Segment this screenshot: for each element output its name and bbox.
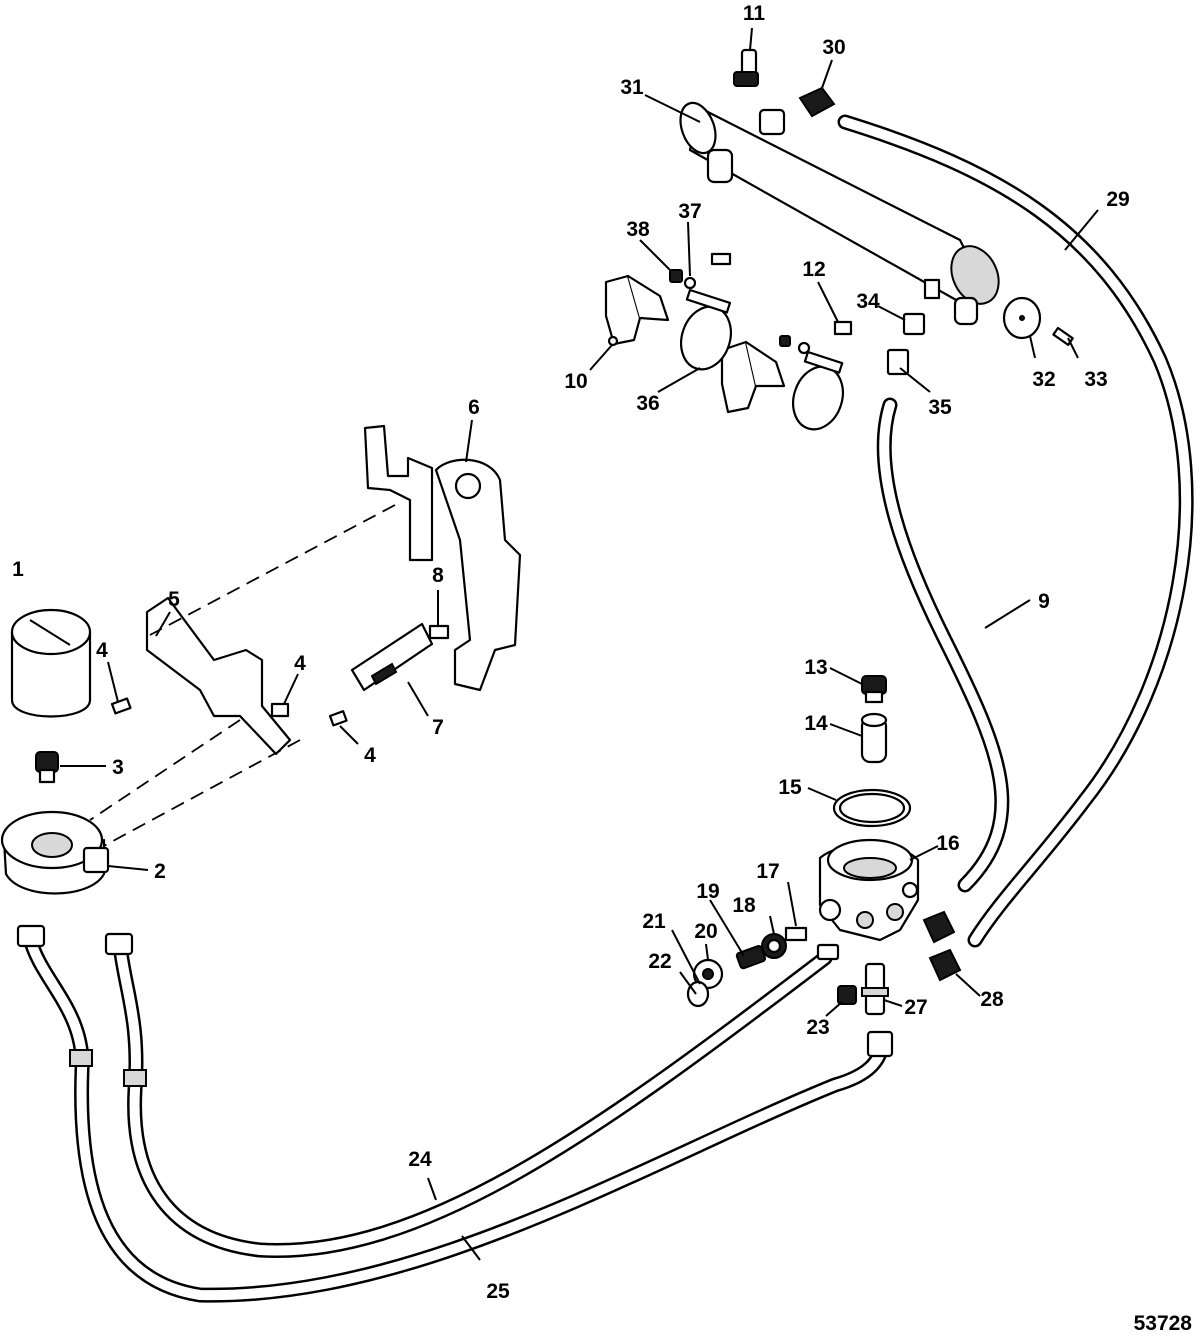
screw-4c [328,710,348,727]
bracket-10b [720,340,786,414]
callout-10: 10 [564,370,587,393]
hose-24-right-fitting [816,943,840,961]
hose-25 [22,930,890,1303]
callout-11: 11 [743,2,766,25]
alignment-lines [89,504,396,849]
sleeve-14 [860,712,888,764]
washer-37 [683,276,811,355]
screw-8 [428,624,450,640]
filter-1 [10,608,92,718]
fitting-13 [861,675,887,704]
hose-29 [837,114,1194,948]
callout-17: 17 [756,860,779,883]
fitting-23 [837,985,857,1005]
nut-38 [669,269,791,347]
callout-32: 32 [1032,368,1055,391]
elbow-30 [798,86,836,118]
callout-29: 29 [1106,188,1129,211]
adapter-2 [0,810,110,895]
callout-24: 24 [408,1148,432,1171]
fitting-34 [902,312,926,336]
callout-4a: 4 [96,639,108,662]
callout-9: 9 [1038,590,1050,613]
hose-24-fitting [104,932,147,1087]
callout-6: 6 [468,396,480,419]
screw-4a [110,697,132,715]
fitting-35 [886,348,910,376]
hose-24 [112,937,833,1259]
callout-5: 5 [168,588,180,611]
clamp-36 [680,288,732,371]
bracket-5 [145,596,292,756]
callout-3: 3 [112,756,124,779]
leader-lines [60,27,1099,1261]
callout-2: 2 [154,860,166,883]
callout-13: 13 [804,656,827,679]
callout-22: 22 [648,950,671,973]
callout-19: 19 [696,880,719,903]
callout-4c: 4 [364,744,376,767]
callout-23: 23 [806,1016,829,1039]
callout-28: 28 [980,988,1004,1011]
elbow-28a [922,910,956,944]
callout-4b: 4 [294,652,306,675]
hose-9 [876,397,1010,893]
callout-7: 7 [432,716,444,739]
clamp-36b [792,350,844,431]
bracket-6 [363,424,522,692]
disc-20 [692,958,724,990]
screw-12 [833,320,853,336]
callout-14: 14 [804,712,828,735]
callout-16: 16 [936,832,959,855]
callout-12: 12 [802,258,825,281]
hose-25-fitting [16,924,93,1067]
callout-20: 20 [694,920,717,943]
fitting-11 [733,48,759,87]
fitting-3 [35,751,59,784]
callout-34: 34 [856,290,880,313]
spring-19 [735,944,767,970]
callout-15: 15 [778,776,802,799]
screw-4b [270,702,290,718]
callout-25: 25 [486,1280,510,1303]
fitting-27 [861,962,889,1016]
screw-top [710,252,732,266]
cooler-31 [679,101,1000,326]
strap-7 [350,622,434,692]
housing-16 [818,838,920,942]
callout-21: 21 [642,910,666,933]
o-ring-15 [832,788,912,828]
hose-25-right-fitting [866,1030,894,1058]
callout-36: 36 [636,392,659,415]
callout-31: 31 [620,76,644,99]
callout-8: 8 [432,564,444,587]
bracket-10 [604,274,670,347]
washer-18 [761,933,787,959]
callout-33: 33 [1084,368,1107,391]
callout-27: 27 [904,996,927,1019]
elbow-28b [928,948,962,982]
callout-37: 37 [678,200,701,223]
plate-32 [1002,296,1042,340]
callout-1: 1 [12,558,24,581]
callout-38: 38 [626,218,650,241]
callout-labels: 1 2 3 4 4 4 5 6 7 8 9 10 11 12 13 14 15 … [12,2,1130,1303]
callout-18: 18 [732,894,756,917]
callout-30: 30 [822,36,845,59]
callout-35: 35 [928,396,952,419]
plug-17 [784,926,808,942]
figure-number: 53728 [1134,1312,1193,1335]
